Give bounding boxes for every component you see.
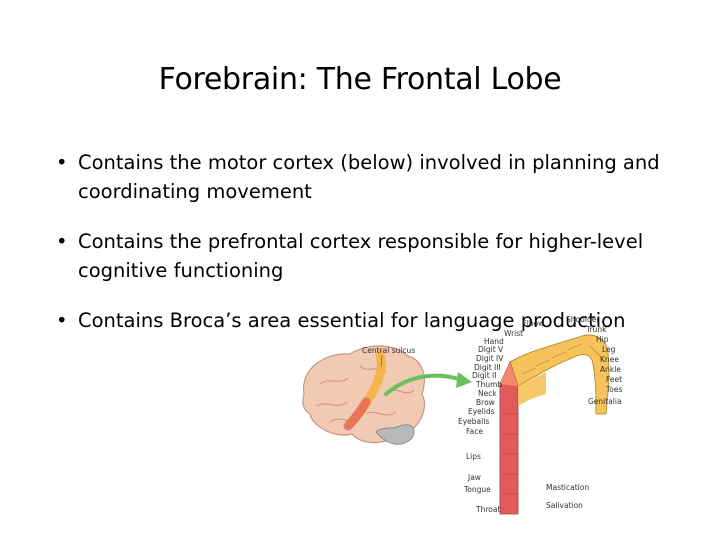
label-tongue: Tongue	[463, 485, 491, 494]
label-eyelids: Eyelids	[468, 407, 495, 416]
label-mastication: Mastication	[546, 483, 589, 492]
label-wrist: Wrist	[504, 329, 523, 338]
label-hand: Hand	[484, 337, 504, 346]
motor-cortex-illustration: Central sulcus Elbow Wrist Hand D	[302, 315, 623, 515]
central-sulcus-leader	[380, 354, 383, 367]
label-face: Face	[466, 427, 483, 436]
label-throat: Throat	[475, 505, 500, 514]
bullet-item: • Contains Broca’s area essential for la…	[56, 306, 696, 335]
label-knee: Knee	[600, 355, 619, 364]
homunculus-left-labels: Elbow Wrist Hand Digit V Digit IV Digit …	[458, 319, 544, 514]
brain-illustration	[302, 345, 426, 445]
slide-title: Forebrain: The Frontal Lobe	[158, 62, 562, 97]
label-brow: Brow	[476, 398, 495, 407]
label-thumb: Thumb	[475, 380, 502, 389]
label-lips: Lips	[466, 452, 481, 461]
label-ankle: Ankle	[600, 365, 621, 374]
bullet-item: • Contains the motor cortex (below) invo…	[56, 148, 696, 206]
bullet-dot: •	[56, 309, 68, 332]
central-sulcus-label: Central sulcus	[362, 346, 415, 355]
label-digit-iv: Digit IV	[476, 354, 504, 363]
bullet-dot: •	[56, 151, 68, 174]
label-elbow: Elbow	[522, 319, 544, 328]
label-eyeballs: Eyeballs	[458, 417, 489, 426]
label-digit-iii: Digit III	[474, 363, 501, 372]
bullet-text: Contains the prefrontal cortex responsib…	[78, 230, 644, 282]
motor-homunculus-strip	[499, 334, 610, 515]
label-digit-ii: Digit II	[472, 371, 496, 380]
label-feet: Feet	[606, 375, 622, 384]
bullet-text: Contains Broca’s area essential for lang…	[78, 309, 626, 332]
motor-cortex-figure: Central sulcus Elbow Wrist Hand D	[290, 314, 630, 519]
arrow-icon	[384, 372, 472, 396]
label-genitalia: Genitalia	[588, 397, 622, 406]
homunculus-right-labels: Shoulder Trunk Hip Leg Knee Ankle Feet T…	[546, 315, 623, 510]
bullet-dot: •	[56, 230, 68, 253]
label-trunk: Trunk	[585, 325, 607, 334]
label-toes: Toes	[605, 385, 623, 394]
label-leg: Leg	[602, 345, 616, 354]
label-salivation: Salivation	[546, 501, 583, 510]
label-digit-v: Digit V	[478, 345, 504, 354]
label-hip: Hip	[596, 335, 609, 344]
bullet-list: • Contains the motor cortex (below) invo…	[56, 148, 696, 356]
label-shoulder: Shoulder	[566, 315, 600, 324]
label-jaw: Jaw	[467, 473, 481, 482]
bullet-text: Contains the motor cortex (below) involv…	[78, 151, 660, 203]
bullet-item: • Contains the prefrontal cortex respons…	[56, 227, 696, 285]
label-neck: Neck	[478, 389, 497, 398]
